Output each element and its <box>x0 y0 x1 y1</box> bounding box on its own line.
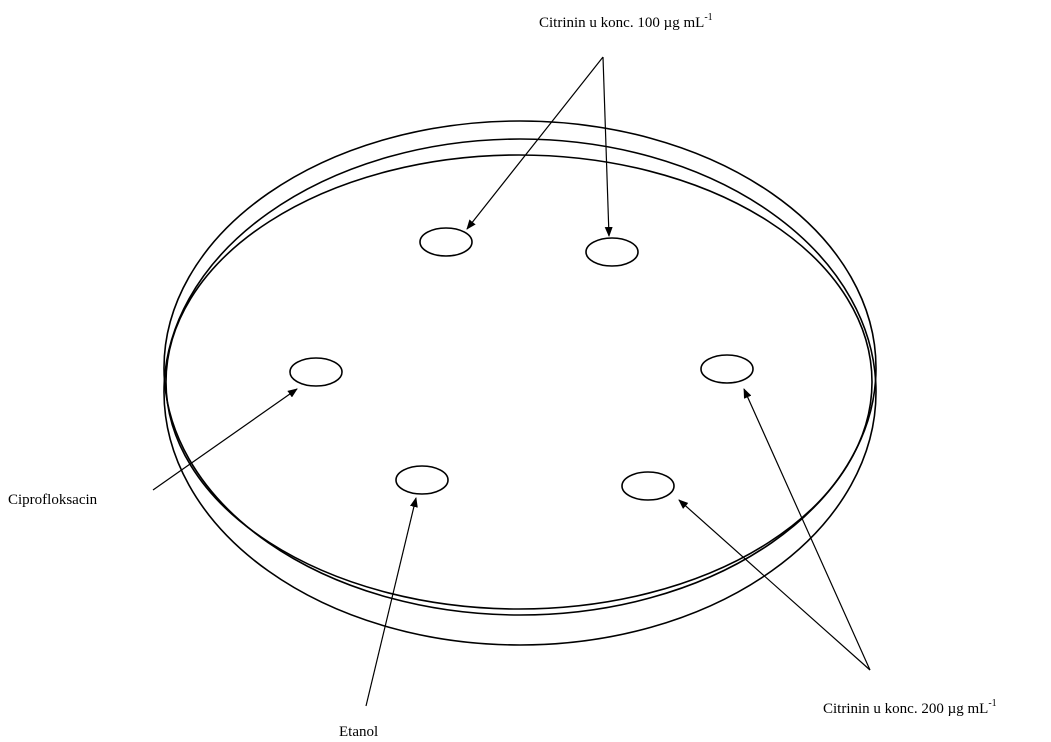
label-etanol: Etanol <box>339 723 378 741</box>
petri-dish <box>164 121 876 645</box>
arrow-ciprofloksacin-to-well <box>153 389 297 490</box>
label-citrinin-200-text: Citrinin u konc. 200 µg mL <box>823 701 988 717</box>
wells <box>290 228 753 500</box>
dish-inner-rim <box>166 155 872 609</box>
label-citrinin-100-text: Citrinin u konc. 100 µg mL <box>539 15 704 31</box>
well-citrinin-100-right <box>586 238 638 266</box>
arrow-citrinin-200-to-lower-well <box>679 500 870 670</box>
well-etanol <box>396 466 448 494</box>
label-citrinin-100-exponent: -1 <box>704 12 712 23</box>
dish-outer-rim-top <box>164 121 876 615</box>
label-citrinin-200-exponent: -1 <box>988 698 996 709</box>
arrow-citrinin-200-to-upper-well <box>744 389 870 670</box>
well-ciprofloksacin <box>290 358 342 386</box>
well-citrinin-200-lower <box>622 472 674 500</box>
well-citrinin-200-upper <box>701 355 753 383</box>
dish-outer-rim-bottom <box>164 139 876 645</box>
label-citrinin-200: Citrinin u konc. 200 µg mL-1 <box>823 700 997 718</box>
label-ciprofloksacin: Ciprofloksacin <box>8 491 97 509</box>
label-citrinin-100: Citrinin u konc. 100 µg mL-1 <box>539 14 713 32</box>
well-citrinin-100-left <box>420 228 472 256</box>
